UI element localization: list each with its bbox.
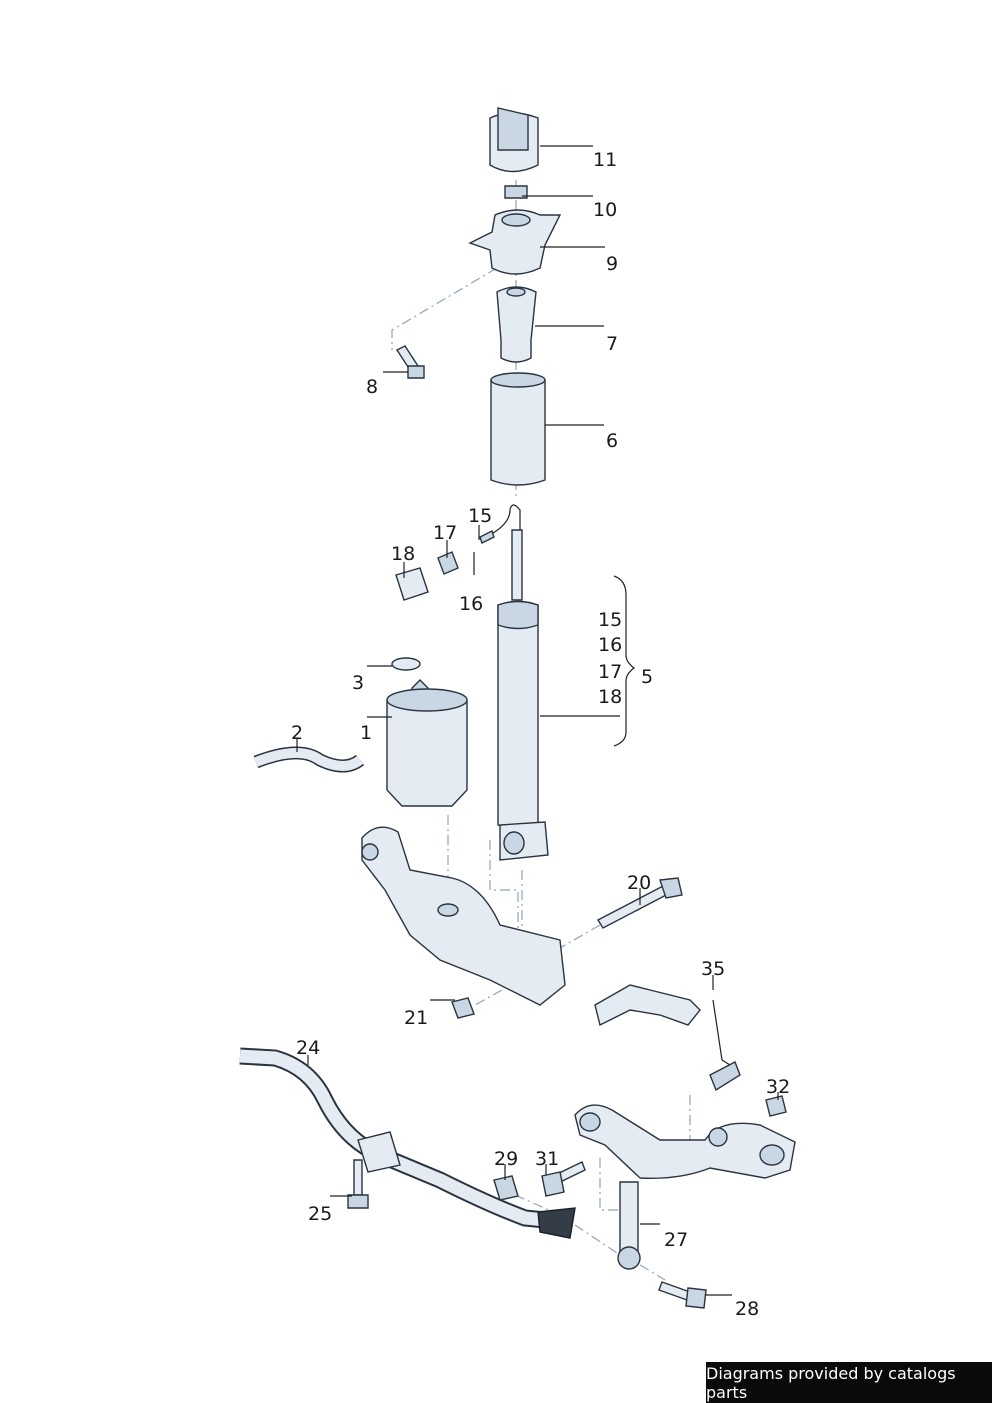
group-5-bracket [613,575,635,747]
part-7-bump-stop [496,286,537,363]
part-3-clip [391,657,421,671]
leader-lines [296,145,779,1296]
callout-32: 32 [766,1076,790,1098]
callout-28: 28 [735,1298,759,1320]
callout-10: 10 [593,199,617,221]
callout-15: 15 [468,505,492,527]
callout-1: 1 [360,722,372,744]
part-2-air-hose [253,746,365,773]
callout-29: 29 [494,1148,518,1170]
part-27-coupling-rod [617,1181,641,1270]
callout-6: 6 [606,430,618,452]
part-5-shock-absorber [497,529,549,861]
part-28-bolt [658,1281,707,1309]
callout-31: 31 [535,1148,559,1170]
part-31-bolt [541,1161,586,1197]
part-10-nut [504,185,528,199]
callout-20: 20 [627,872,651,894]
part-32-nut [765,1095,787,1117]
upper-control-arm [574,1104,796,1179]
callout-9: 9 [606,253,618,275]
part-35-level-sensor [594,984,741,1092]
callout-2: 2 [291,722,303,744]
credit-banner: Diagrams provided by catalogs parts [706,1362,992,1403]
callout-18: 18 [391,543,415,565]
callout-25: 25 [308,1203,332,1225]
callout-7: 7 [606,333,618,355]
callout-27: 27 [664,1229,688,1251]
part-24-stabilizer-bar [239,1047,576,1239]
part-21-nut [451,997,475,1019]
part-1-air-spring [386,679,468,807]
callout-16: 16 [459,593,483,615]
callout-21: 21 [404,1007,428,1029]
callout-11: 11 [593,149,617,171]
callout-5: 5 [641,666,653,688]
part-9-strut-mount [468,209,562,275]
part-6-dust-cover [490,372,546,486]
group-5-item-18: 18 [598,686,622,708]
callout-3: 3 [352,672,364,694]
part-20-bolt [597,877,683,929]
lower-control-arm [361,826,566,1006]
callout-8: 8 [366,376,378,398]
part-11-top-cap [489,107,539,173]
group-5-item-16: 16 [598,634,622,656]
callout-labels: 1 2 3 5 6 7 8 9 10 11 15 16 17 18 15 16 … [291,149,790,1320]
part-25-bolt [347,1159,369,1209]
callout-24: 24 [296,1037,320,1059]
part-8-bolt [395,345,425,379]
group-5-item-15: 15 [598,609,622,631]
callout-35: 35 [701,958,725,980]
callout-17: 17 [433,522,457,544]
group-5-item-17: 17 [598,661,622,683]
part-29-nut [493,1175,519,1201]
